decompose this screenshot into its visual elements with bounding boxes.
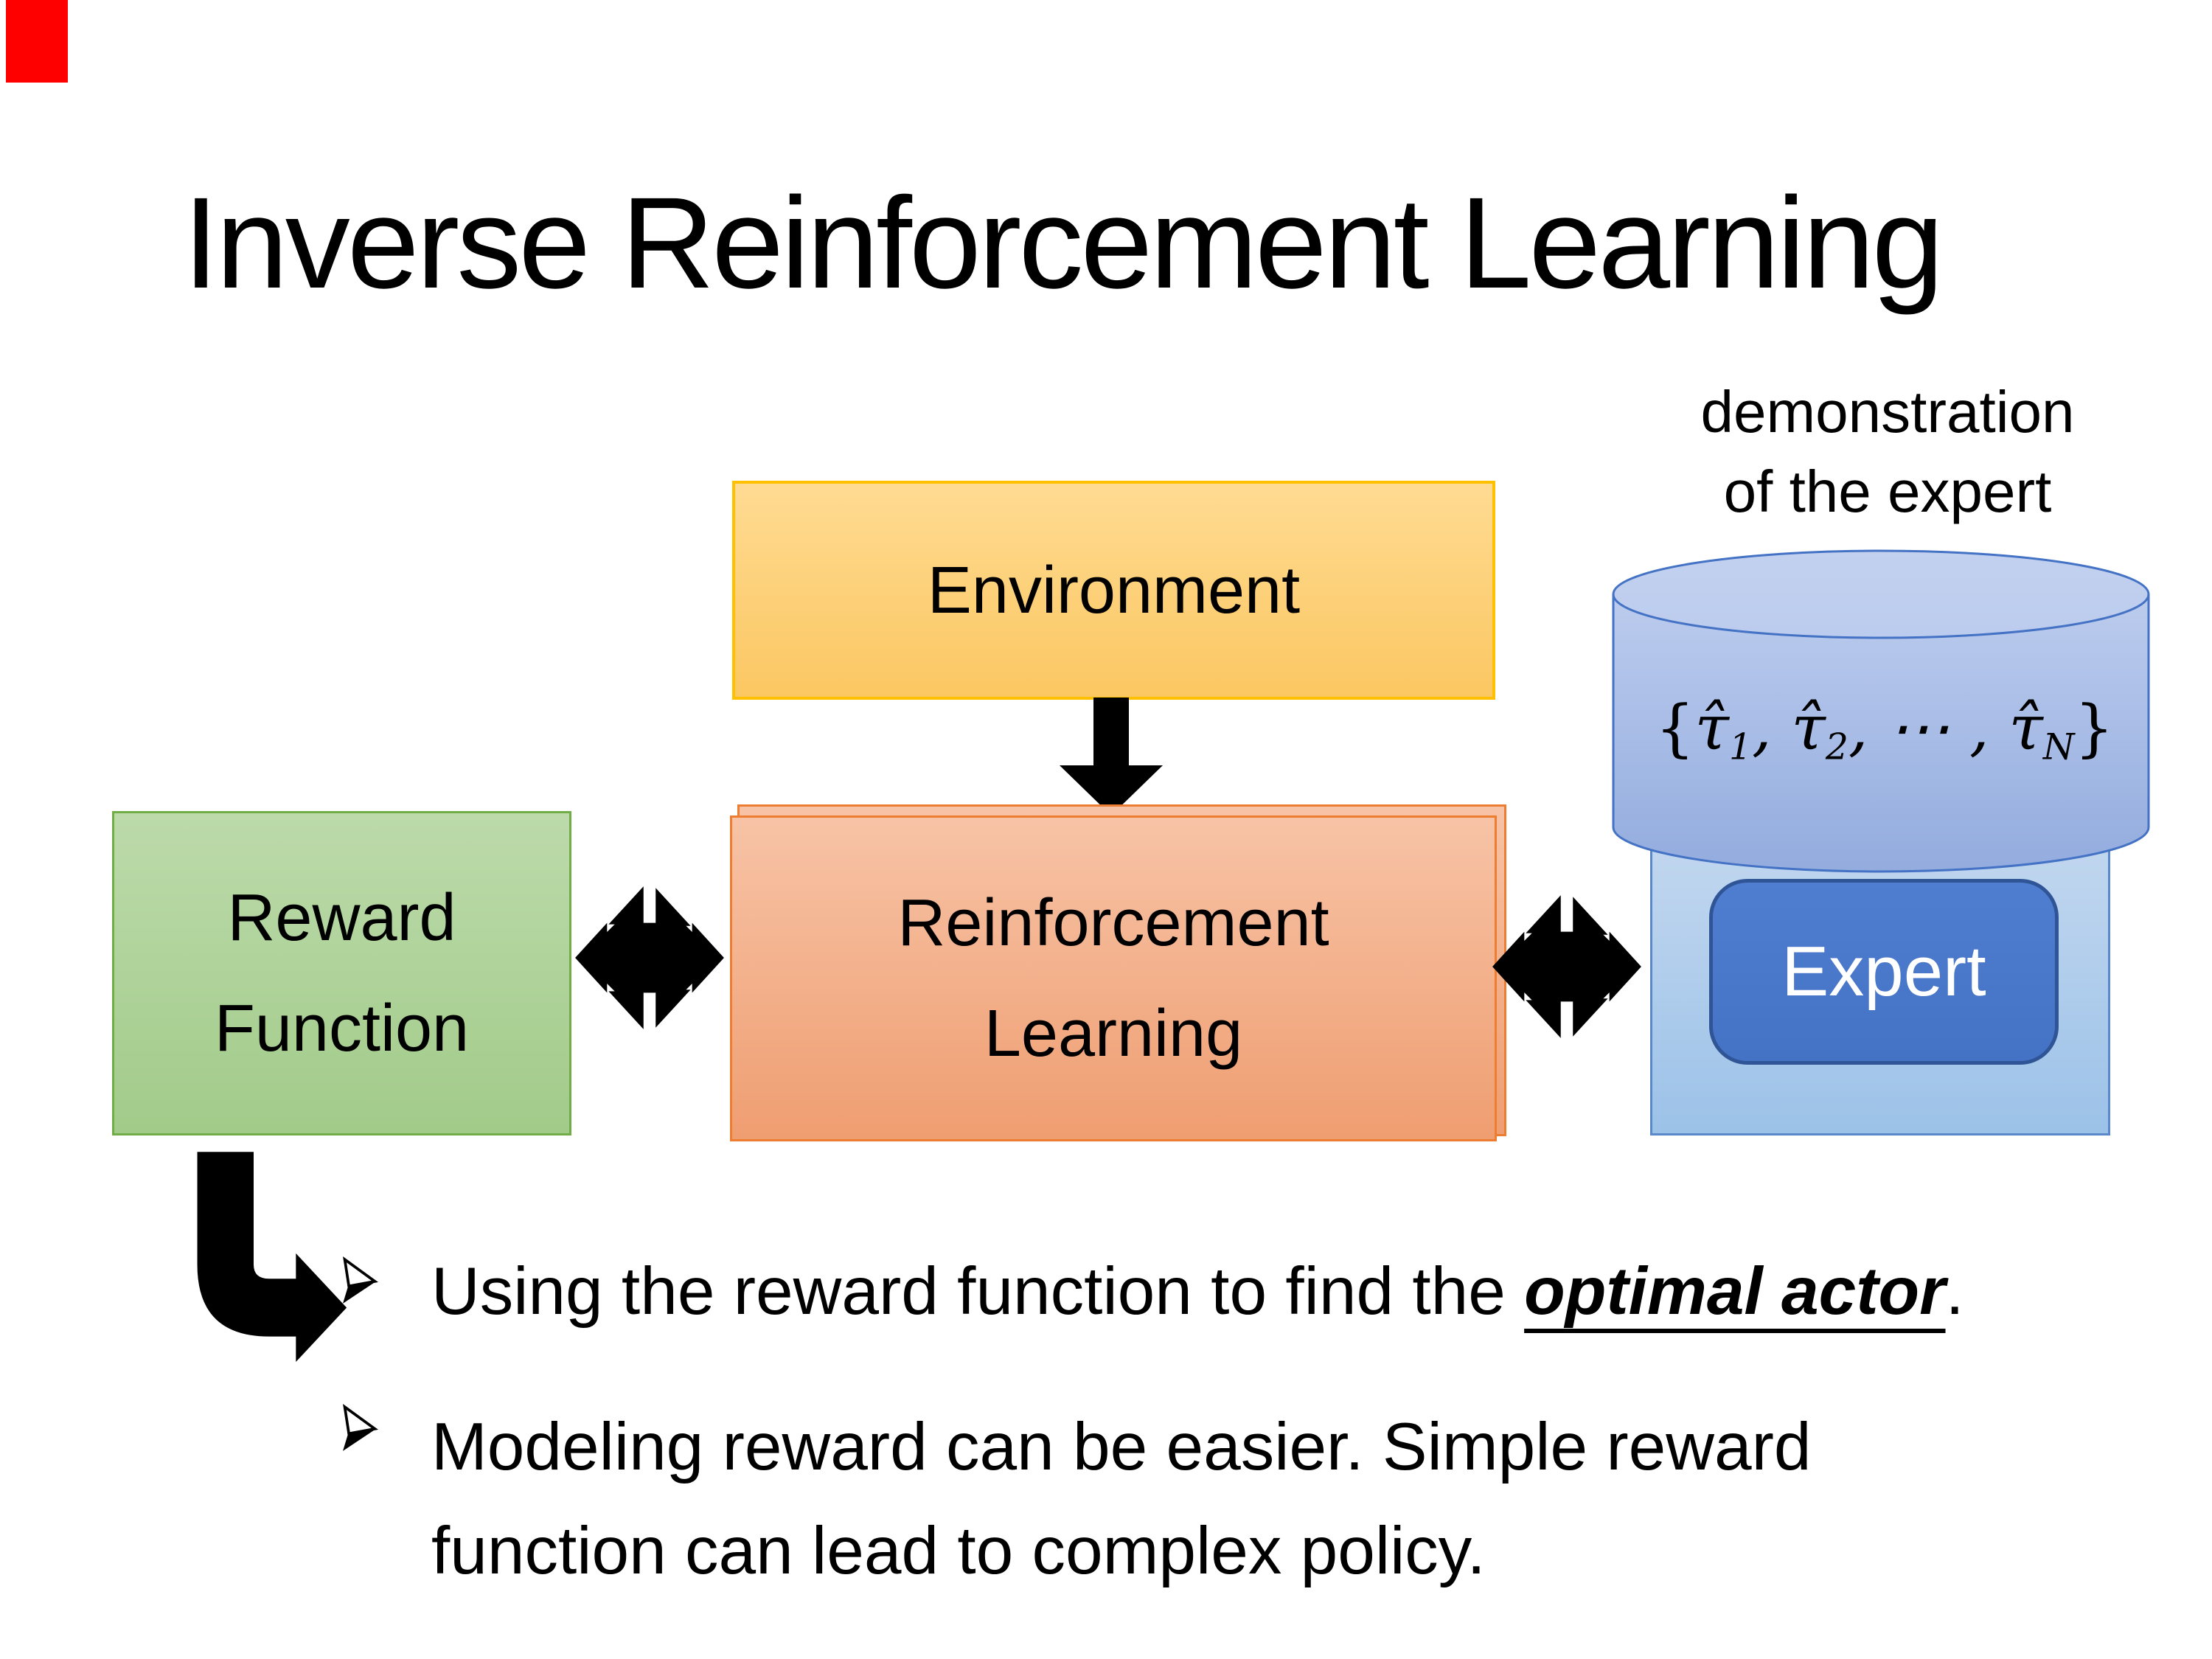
demonstration-label-line2: of the expert (1723, 459, 2052, 524)
bullet-1-emphasis: optimal actor (1524, 1254, 1946, 1329)
corner-tag (6, 0, 68, 83)
rl-label-line2: Learning (984, 997, 1243, 1071)
bullet-item-2: Modeling reward can be easier. Simple re… (431, 1395, 1812, 1603)
bullet-item-1: Using the reward function to find the op… (431, 1248, 1964, 1336)
expert-box: Expert (1709, 879, 2059, 1065)
formula-tau1: τ̂ (1694, 692, 1729, 764)
demonstration-label: demonstration of the expert (1571, 372, 2205, 532)
formula-subN: N (2042, 726, 2075, 768)
database-cylinder (1612, 549, 2150, 873)
rl-label-line1: Reinforcement (897, 886, 1329, 960)
exchange-arrows-left-icon (575, 886, 724, 1029)
page-title: Inverse Reinforcement Learning (183, 171, 1944, 316)
reward-label-line2: Function (214, 992, 470, 1065)
reinforcement-learning-box: Reinforcement Learning (730, 815, 1497, 1141)
down-arrow-icon (1060, 698, 1163, 815)
elbow-arrow-icon (197, 1152, 347, 1363)
formula-sub2: 2 (1825, 726, 1848, 768)
reward-function-box: Reward Function (112, 811, 571, 1135)
demonstration-label-line1: demonstration (1700, 379, 2075, 445)
formula-sub1: 1 (1728, 726, 1752, 768)
formula-tauN: τ̂ (2008, 692, 2043, 764)
formula-close-brace: } (2074, 692, 2114, 764)
formula-dots: , ⋯ , (1848, 692, 2009, 764)
bullet-arrow-icon (342, 1256, 379, 1304)
formula-open-brace: { (1655, 692, 1695, 764)
reward-label-line1: Reward (227, 881, 456, 955)
trajectory-set-formula: {τ̂1, τ̂2, ⋯ , τ̂N} (1615, 692, 2154, 768)
bullet-1-prefix: Using the reward function to find the (431, 1254, 1525, 1329)
bullet-2-line1: Modeling reward can be easier. Simple re… (431, 1410, 1812, 1484)
exchange-arrows-right-icon (1492, 895, 1641, 1038)
formula-comma1: , (1751, 692, 1792, 764)
bullet-1-suffix: . (1945, 1254, 1964, 1329)
bullet-arrow-icon (342, 1404, 379, 1451)
environment-label: Environment (927, 553, 1301, 627)
expert-label: Expert (1781, 932, 1986, 1011)
bullet-2-line2: function can lead to complex policy. (431, 1514, 1486, 1588)
formula-tau2: τ̂ (1791, 692, 1826, 764)
environment-box: Environment (732, 481, 1495, 700)
